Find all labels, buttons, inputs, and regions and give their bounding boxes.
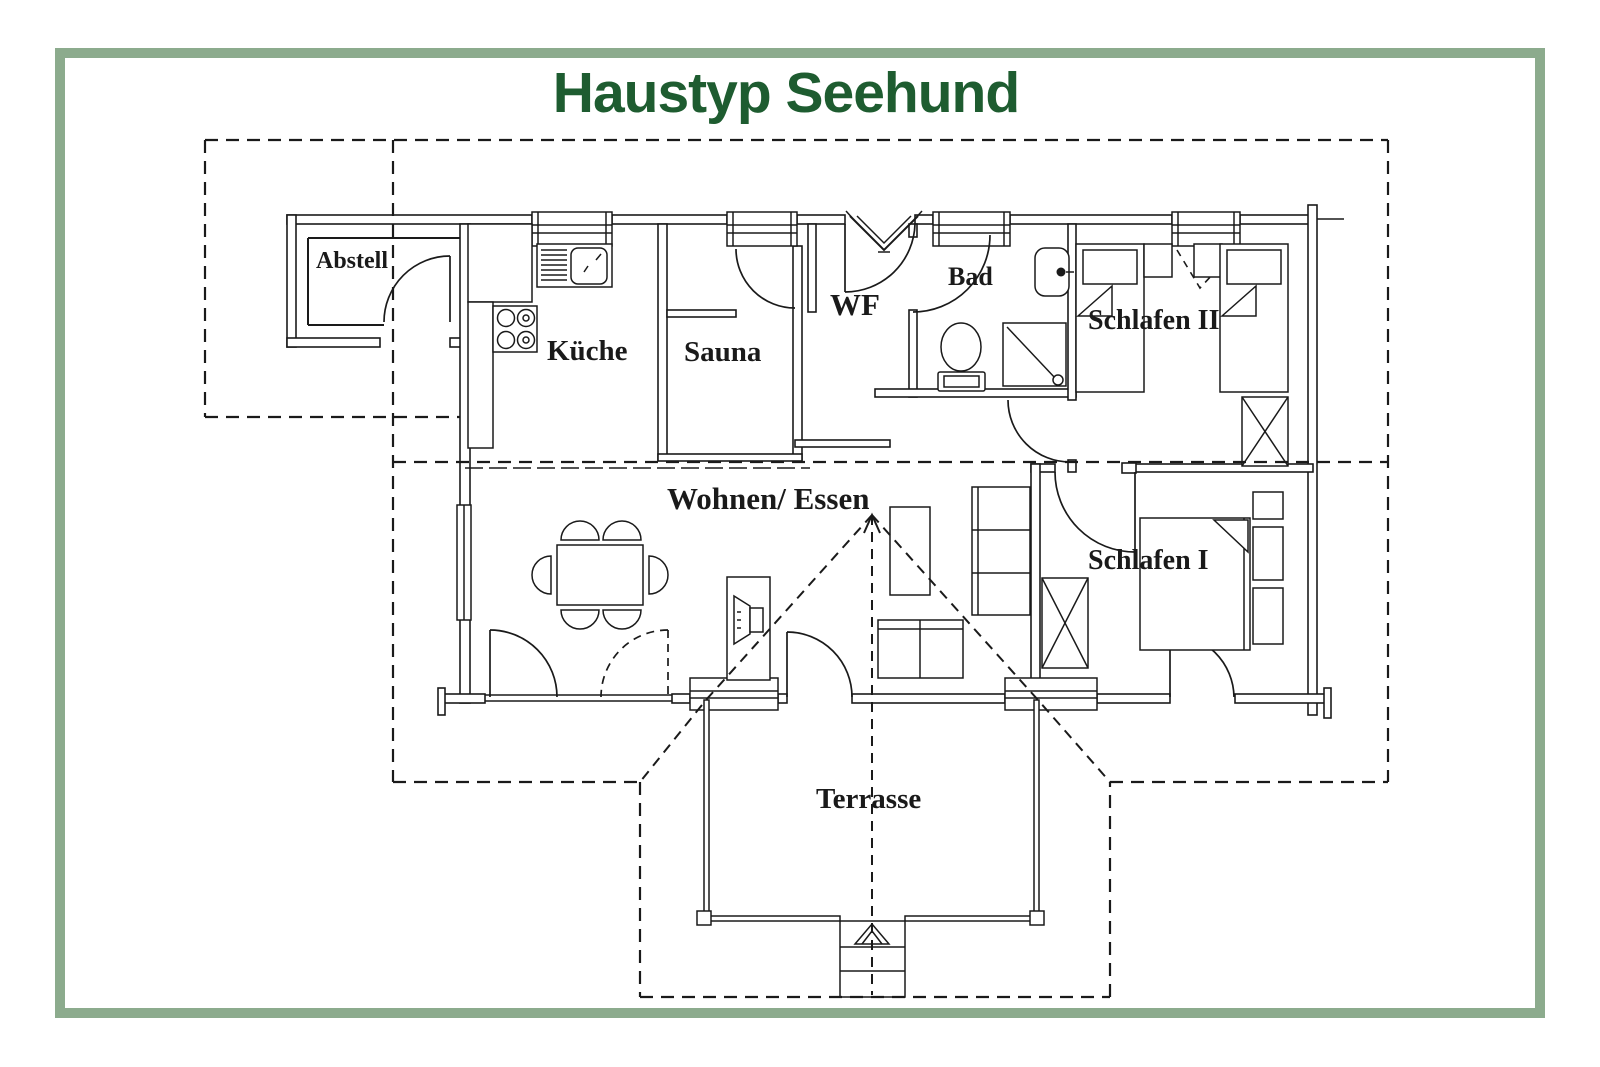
sofa-icon xyxy=(877,619,964,679)
shower-icon xyxy=(1002,322,1067,387)
window-flur xyxy=(726,211,798,247)
room-label-abstell: Abstell xyxy=(316,248,388,274)
page-border-frame xyxy=(55,48,1545,1018)
wardrobe-icon xyxy=(1041,577,1089,669)
double-bed-icon xyxy=(1139,517,1251,651)
window-kueche xyxy=(531,211,613,247)
nightstand-icon xyxy=(1252,491,1284,520)
room-label-schlafen1: Schlafen I xyxy=(1088,545,1209,576)
room-label-sauna: Sauna xyxy=(684,336,762,368)
tv-cabinet-icon xyxy=(726,576,771,681)
stairs-icon xyxy=(839,920,906,998)
window-bad xyxy=(932,211,1011,247)
nightstand-icon xyxy=(1143,243,1173,278)
room-label-bad: Bad xyxy=(948,262,993,291)
chair-icon xyxy=(560,609,600,630)
kitchen-counter xyxy=(467,301,494,449)
bathroom-fixtures xyxy=(937,247,1074,392)
shelf-unit-icon xyxy=(971,486,1031,616)
chair-icon xyxy=(602,609,642,630)
single-bed-icon xyxy=(1075,243,1145,393)
roof-ridge-arrow-icon xyxy=(863,512,881,534)
terrace xyxy=(696,699,1045,998)
room-label-schlafen2: Schlafen II xyxy=(1088,305,1219,336)
dining-table-icon xyxy=(531,520,669,630)
window-sued-schlafen1 xyxy=(1004,677,1098,711)
doors xyxy=(383,210,1235,702)
page-title: Haustyp Seehund xyxy=(553,61,1019,125)
door-abstell xyxy=(383,255,451,323)
stove-icon xyxy=(492,305,538,353)
window-west-wohnen xyxy=(456,504,472,621)
room-label-terrasse: Terrasse xyxy=(816,783,921,815)
chair-icon xyxy=(560,520,600,541)
chair-icon xyxy=(648,555,669,595)
washbasin-icon xyxy=(1034,247,1074,297)
nightstand-icon xyxy=(1252,587,1284,645)
kitchen-cabinet xyxy=(467,223,533,303)
door-schlafen2 xyxy=(1007,399,1071,463)
door-bad xyxy=(912,234,991,313)
room-label-wf: WF xyxy=(830,287,880,322)
room-labels: Haustyp Seehund Abstell Küche Sauna WF B… xyxy=(316,61,1219,815)
furniture-schlafen2 xyxy=(1075,243,1289,467)
door-sauna xyxy=(735,248,796,309)
walls-exterior xyxy=(286,204,1344,719)
room-label-wohnen-essen: Wohnen/ Essen xyxy=(667,481,869,516)
door-terrasse-single xyxy=(786,631,853,698)
window-schlafen2 xyxy=(1171,211,1241,290)
wardrobe-icon xyxy=(1241,396,1289,467)
windows xyxy=(456,211,1241,711)
entrance-canopy-icon xyxy=(845,210,923,253)
door-terrasse-french xyxy=(485,629,672,702)
door-schlafen1 xyxy=(1054,471,1136,553)
nightstand-icon xyxy=(1193,243,1223,278)
roof-overhang-outline xyxy=(203,138,1390,999)
kitchen-sink-icon xyxy=(536,243,613,288)
single-bed-icon xyxy=(1219,243,1289,393)
coffee-table-icon xyxy=(889,506,931,596)
door-entrance xyxy=(844,210,923,293)
chair-icon xyxy=(602,520,642,541)
chair-icon xyxy=(531,555,552,595)
toilet-icon xyxy=(937,322,986,392)
nightstand-icon xyxy=(1252,526,1284,581)
terrace-post xyxy=(1029,910,1045,926)
kitchen-fixtures xyxy=(467,223,613,449)
furniture-schlafen1 xyxy=(1041,491,1284,669)
room-label-kueche: Küche xyxy=(547,335,628,367)
furniture-wohnen xyxy=(531,486,1031,681)
roof-ridge-lines xyxy=(639,512,1111,995)
terrace-post xyxy=(696,910,712,926)
window-sued-wohnen xyxy=(689,677,779,711)
